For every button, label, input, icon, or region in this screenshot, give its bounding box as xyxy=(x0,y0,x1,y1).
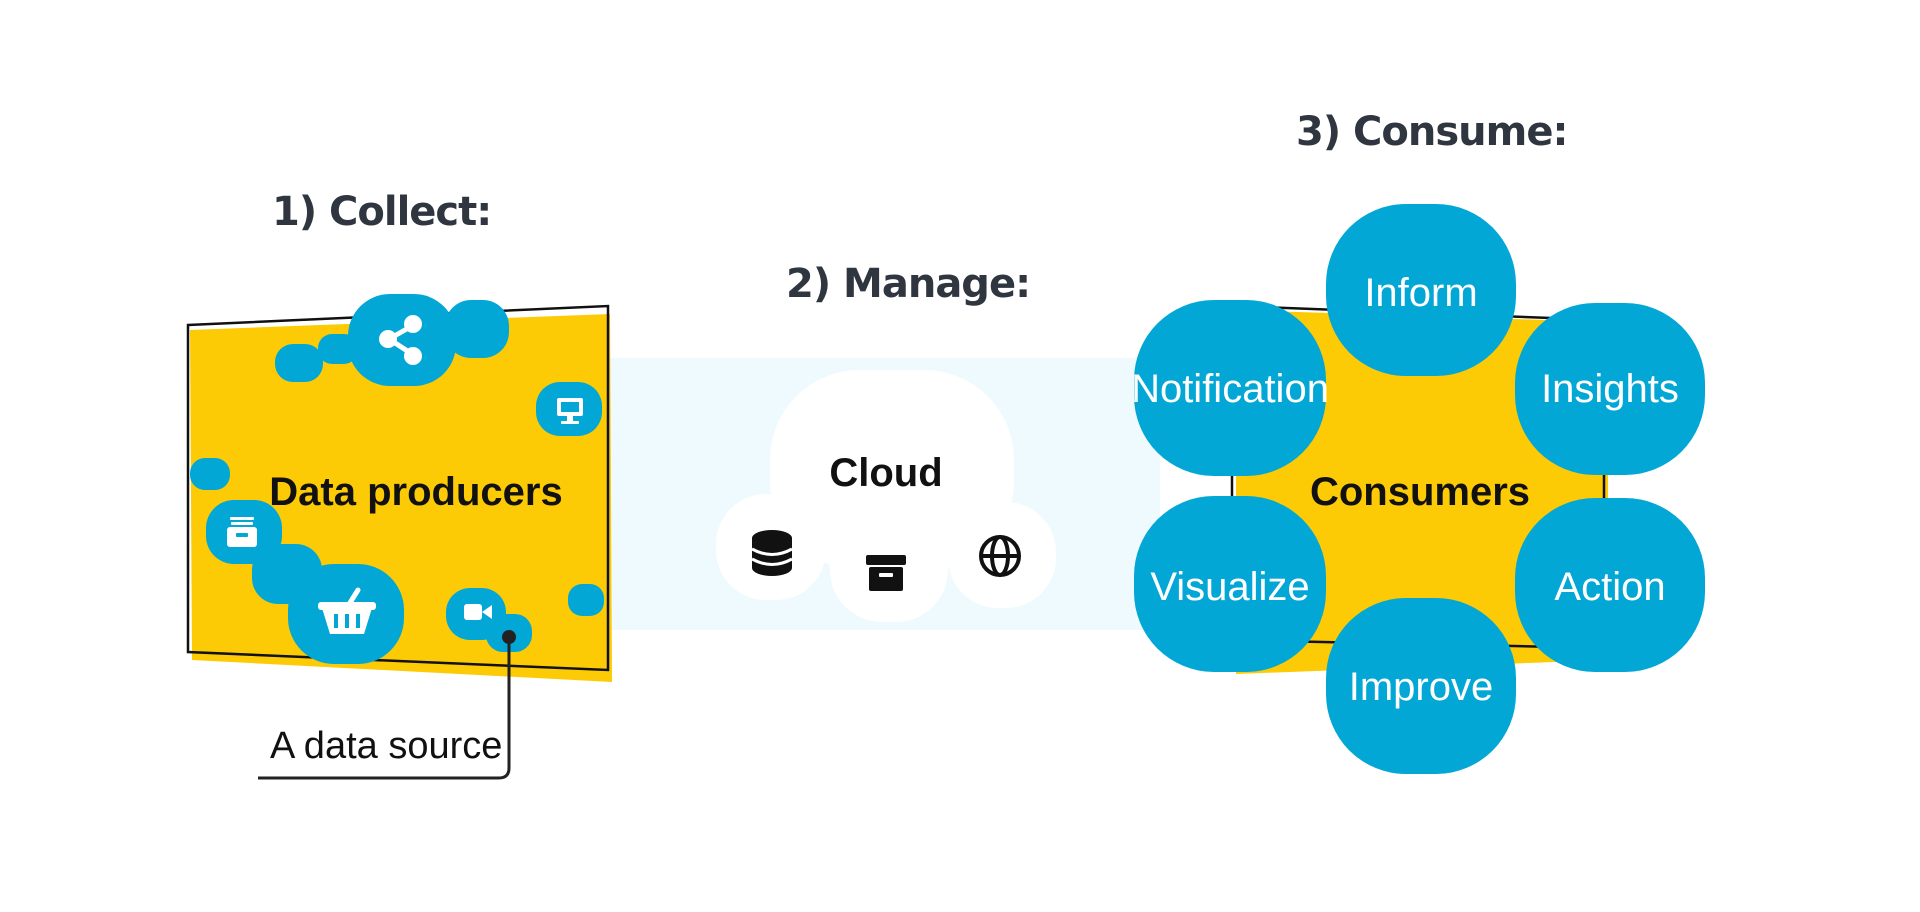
video-icon xyxy=(464,604,492,620)
cloud-body xyxy=(770,370,1014,570)
bubble-action xyxy=(1515,498,1705,672)
share-icon xyxy=(379,315,422,365)
archive-icon xyxy=(227,517,257,547)
blob xyxy=(568,584,604,616)
cloud-label: Cloud xyxy=(829,451,942,495)
bubble-inform xyxy=(1326,204,1516,376)
blob xyxy=(275,344,323,382)
producers-label: Data producers xyxy=(269,470,562,514)
bubble-inform-label: Inform xyxy=(1364,271,1477,315)
source-label: A data source xyxy=(270,725,502,767)
step-title-collect: 1) Collect: xyxy=(272,189,491,235)
bubble-improve-label: Improve xyxy=(1349,665,1494,709)
bubble-action-label: Action xyxy=(1554,565,1665,609)
producers-panel: A data source Data producers xyxy=(186,294,612,780)
bubble-insights-label: Insights xyxy=(1541,367,1679,411)
step-title-manage: 2) Manage: xyxy=(786,261,1030,307)
database-icon xyxy=(751,530,793,576)
blob xyxy=(445,300,509,358)
bubble-notification-label: Notification xyxy=(1131,367,1329,411)
step-title-consume: 3) Consume: xyxy=(1296,109,1567,155)
basket-icon xyxy=(318,587,376,634)
cloud-group: Cloud xyxy=(716,370,1056,622)
consumers-panel: Consumers Inform Insights Action Improve… xyxy=(1131,204,1705,774)
bubble-improve xyxy=(1326,598,1516,774)
box-icon xyxy=(866,555,906,591)
consumers-label: Consumers xyxy=(1310,470,1530,514)
source-connector xyxy=(258,637,511,780)
blob xyxy=(190,458,230,490)
bubble-insights xyxy=(1515,303,1705,475)
globe-icon xyxy=(979,535,1021,577)
monitor-icon xyxy=(557,398,583,424)
bubble-visualize xyxy=(1134,496,1326,672)
share-blob xyxy=(348,294,456,386)
bubble-notification xyxy=(1134,300,1326,476)
bubble-visualize-label: Visualize xyxy=(1150,565,1309,609)
